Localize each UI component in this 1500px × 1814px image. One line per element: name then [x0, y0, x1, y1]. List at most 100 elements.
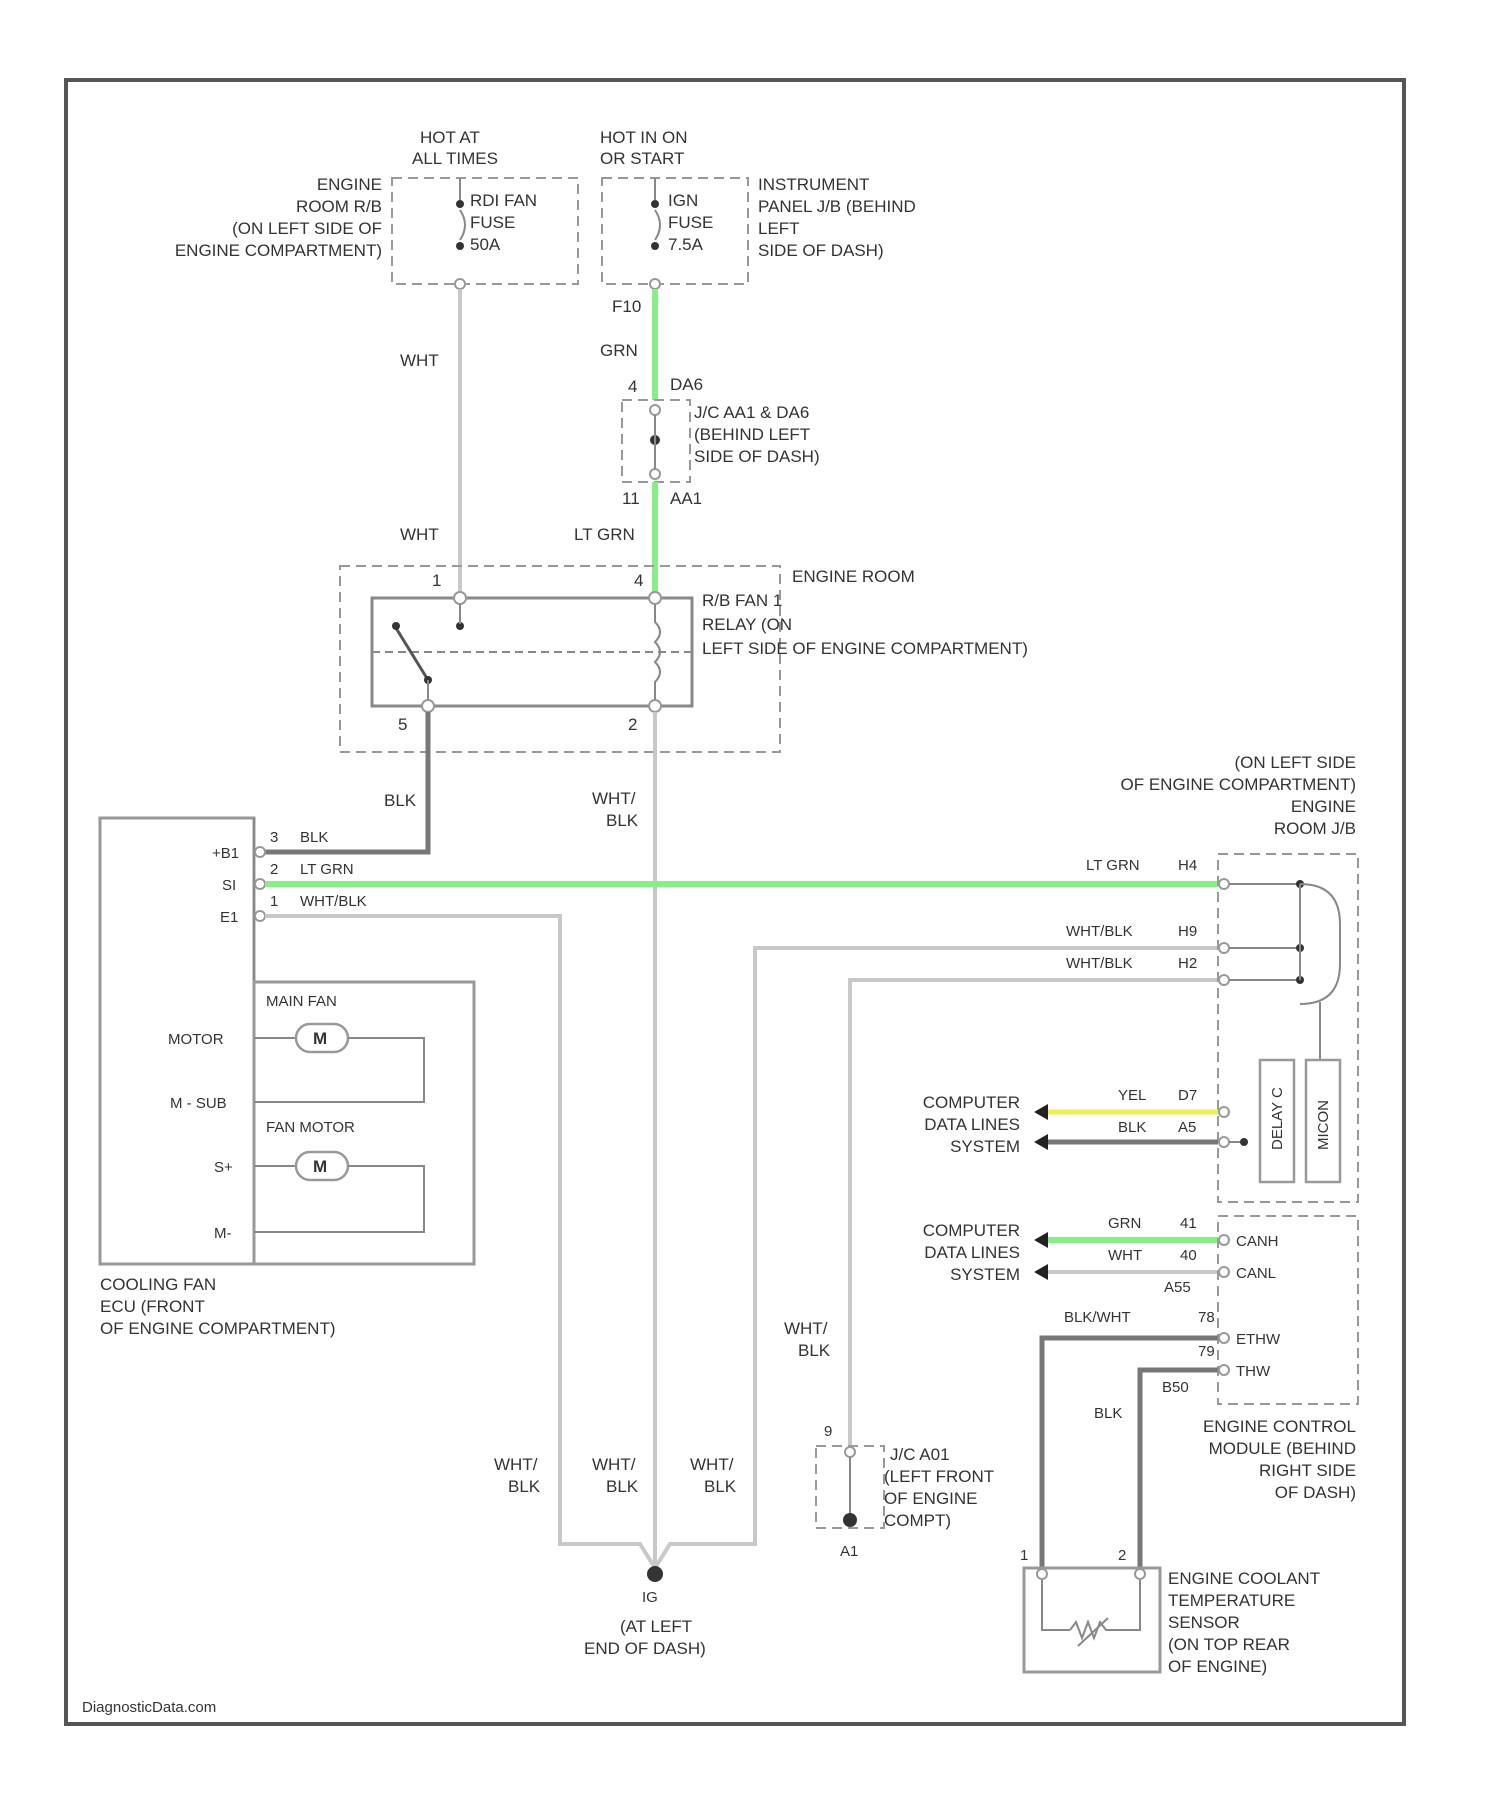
jb-label-3: ENGINE [1291, 797, 1356, 816]
wire-label-79: 79 [1198, 1343, 1215, 1360]
main-fan-motor-m: M [313, 1029, 327, 1048]
cdl2-label-1: COMPUTER [923, 1221, 1020, 1240]
m-sub-label: M - SUB [170, 1095, 227, 1112]
jc-b-label-2: (LEFT FRONT [884, 1467, 994, 1486]
ecu-pin-name-e1: E1 [220, 909, 238, 926]
jc-a-pin-bottom: AA1 [670, 489, 702, 508]
relay-pin-1: 1 [432, 571, 441, 590]
jc-a-pin-top: DA6 [670, 375, 703, 394]
cdl1-wire-blk: BLK [1118, 1119, 1146, 1136]
relay-label-3: RELAY (ON [702, 615, 792, 634]
wire-label-ltgrn-1: LT GRN [574, 525, 635, 544]
ign-location-4: SIDE OF DASH) [758, 241, 884, 260]
fan-motor-label: FAN MOTOR [266, 1119, 355, 1136]
jb-label-1: (ON LEFT SIDE [1234, 753, 1356, 772]
cdl2-pin-41: 41 [1180, 1215, 1197, 1232]
cdl1-pin-a5: A5 [1178, 1119, 1196, 1136]
watermark: DiagnosticData.com [82, 1699, 216, 1716]
sensor-label-4: (ON TOP REAR [1168, 1635, 1290, 1654]
s-minus-label: M- [214, 1225, 232, 1242]
wire-label-b50: B50 [1162, 1379, 1189, 1396]
relay-label-1: ENGINE ROOM [792, 567, 915, 586]
ecu-pin-wire-1: WHT/BLK [300, 893, 367, 910]
ecm-label-1: ENGINE CONTROL [1203, 1417, 1356, 1436]
relay-pin-2: 2 [628, 715, 637, 734]
rdi-fuse-label-3: 50A [470, 235, 501, 254]
jc-a-label-2: (BEHIND LEFT [694, 425, 810, 444]
ign-fuse-pin: F10 [612, 297, 641, 316]
wire-label-ltgrn-jb: LT GRN [1086, 857, 1140, 874]
jc-a-pin-top-num: 4 [628, 377, 637, 396]
wire-label-blkwht: BLK/WHT [1064, 1309, 1131, 1326]
wire-label-whtblk-h2: WHT/BLK [1066, 955, 1133, 972]
ground-label-2: END OF DASH) [584, 1639, 706, 1658]
ecu-label-3: OF ENGINE COMPARTMENT) [100, 1319, 336, 1338]
jc-a-pin-bottom-num: 11 [622, 489, 640, 508]
ecu-pin-wire-3: BLK [300, 829, 328, 846]
ecu-pin-num-1: 1 [270, 893, 278, 910]
rdi-location-4: ENGINE COMPARTMENT) [175, 241, 382, 260]
cdl2-wire-wht: WHT [1108, 1247, 1142, 1264]
ign-fuse-label-3: 7.5A [668, 235, 704, 254]
wire-label-whtblk-g3b: BLK [704, 1477, 737, 1496]
main-fan-label: MAIN FAN [266, 993, 337, 1010]
wire-label-h4: H4 [1178, 857, 1197, 874]
ecu-label-1: COOLING FAN [100, 1275, 216, 1294]
ecu-label-2: ECU (FRONT [100, 1297, 205, 1316]
ecm-sig-canl: CANL [1236, 1265, 1276, 1282]
jb-micon-label: MICON [1315, 1100, 1332, 1150]
cdl1-label-3: SYSTEM [950, 1137, 1020, 1156]
wire-label-78: 78 [1198, 1309, 1215, 1326]
ecm-label-2: MODULE (BEHIND [1209, 1439, 1356, 1458]
wire-label-whtblk-g2b: BLK [606, 1477, 639, 1496]
jb-label-2: OF ENGINE COMPARTMENT) [1121, 775, 1357, 794]
ground-dot [647, 1566, 663, 1582]
jb-delay-label: DELAY C [1269, 1087, 1286, 1150]
relay-pin-4: 4 [634, 571, 643, 590]
wire-label-wht-2: WHT [400, 525, 439, 544]
wire-label-h2: H2 [1178, 955, 1197, 972]
rdi-location-3: (ON LEFT SIDE OF [232, 219, 382, 238]
ign-location-1: INSTRUMENT [758, 175, 869, 194]
wire-label-whtblk-g1a: WHT/ [494, 1455, 538, 1474]
relay-label-location: LEFT SIDE OF ENGINE COMPARTMENT) [702, 639, 1028, 658]
sub-fan-motor-m: M [313, 1157, 327, 1176]
wire-label-blk-thw: BLK [1094, 1405, 1122, 1422]
ground-label-1: (AT LEFT [620, 1617, 692, 1636]
ecu-pin-num-2: 2 [270, 861, 278, 878]
cdl1-label-1: COMPUTER [923, 1093, 1020, 1112]
jc-a-label-1: J/C AA1 & DA6 [694, 403, 809, 422]
ecu-pin-num-3: 3 [270, 829, 278, 846]
ecu-pin-wire-2: LT GRN [300, 861, 354, 878]
wire-label-wht-1: WHT [400, 351, 439, 370]
ign-hot-line-1: HOT IN ON [600, 128, 688, 147]
ecu-pin-name-si: SI [222, 877, 236, 894]
wire-label-whtblk-relay-2: BLK [606, 811, 639, 830]
jc-a-label-3: SIDE OF DASH) [694, 447, 820, 466]
wire-label-grn-1: GRN [600, 341, 638, 360]
ign-location-3: LEFT [758, 219, 800, 238]
jc-b-label-4: COMPT) [884, 1511, 951, 1530]
ecm-label-3: RIGHT SIDE [1259, 1461, 1356, 1480]
ecm-sig-canh: CANH [1236, 1233, 1279, 1250]
ground-id: IG [642, 1589, 658, 1606]
sensor-label-2: TEMPERATURE [1168, 1591, 1295, 1610]
cdl1-wire-yel: YEL [1118, 1087, 1146, 1104]
jc-b-label-3: OF ENGINE [884, 1489, 978, 1508]
sensor-label-3: SENSOR [1168, 1613, 1240, 1632]
wire-label-blk-relay: BLK [384, 791, 417, 810]
jb-label-4: ROOM J/B [1274, 819, 1356, 838]
rdi-location-2: ROOM R/B [296, 197, 382, 216]
cdl2-label-3: SYSTEM [950, 1265, 1020, 1284]
ecm-sig-ethw: ETHW [1236, 1331, 1281, 1348]
sensor-pin-2: 2 [1118, 1547, 1126, 1564]
wire-label-whtblk-relay-1: WHT/ [592, 789, 636, 808]
wire-label-whtblk-jc-a: WHT/ [784, 1319, 828, 1338]
wire-label-whtblk-g1b: BLK [508, 1477, 541, 1496]
rdi-fuse-label-1: RDI FAN [470, 191, 537, 210]
relay-label-2: R/B FAN 1 [702, 591, 782, 610]
sensor-pin-1: 1 [1020, 1547, 1028, 1564]
ecm-label-4: OF DASH) [1275, 1483, 1356, 1502]
cdl2-pin-40: 40 [1180, 1247, 1197, 1264]
ecm-sig-thw: THW [1236, 1363, 1271, 1380]
